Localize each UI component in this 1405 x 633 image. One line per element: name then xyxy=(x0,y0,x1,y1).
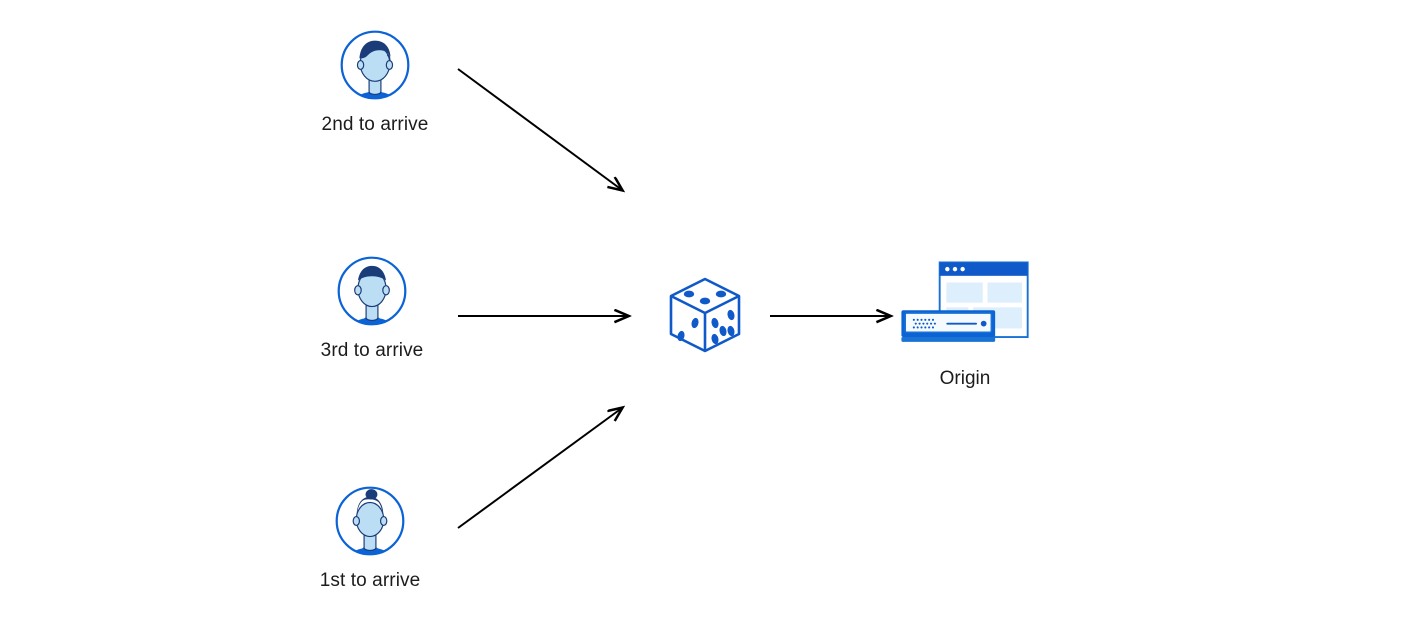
node-randomizer[interactable] xyxy=(655,265,755,370)
node-client-3rd[interactable]: 3rd to arrive xyxy=(292,254,452,363)
node-client-2nd[interactable]: 2nd to arrive xyxy=(295,28,455,137)
dice-icon xyxy=(669,277,741,353)
node-label-client-1st: 1st to arrive xyxy=(319,570,421,591)
user-avatar-icon xyxy=(337,256,407,326)
origin-server-icon xyxy=(900,261,1029,342)
edge-1st-to-dice xyxy=(457,408,622,529)
user-avatar-icon xyxy=(335,486,405,556)
node-client-1st[interactable]: 1st to arrive xyxy=(290,484,450,593)
node-label-client-2nd: 2nd to arrive xyxy=(321,114,429,135)
user-avatar-icon xyxy=(340,30,410,100)
node-origin[interactable]: Origin xyxy=(885,250,1045,390)
node-label-origin: Origin xyxy=(939,368,991,389)
edge-2nd-to-dice xyxy=(457,68,622,190)
server-device-icon xyxy=(900,310,995,342)
node-label-client-3rd: 3rd to arrive xyxy=(320,340,424,361)
